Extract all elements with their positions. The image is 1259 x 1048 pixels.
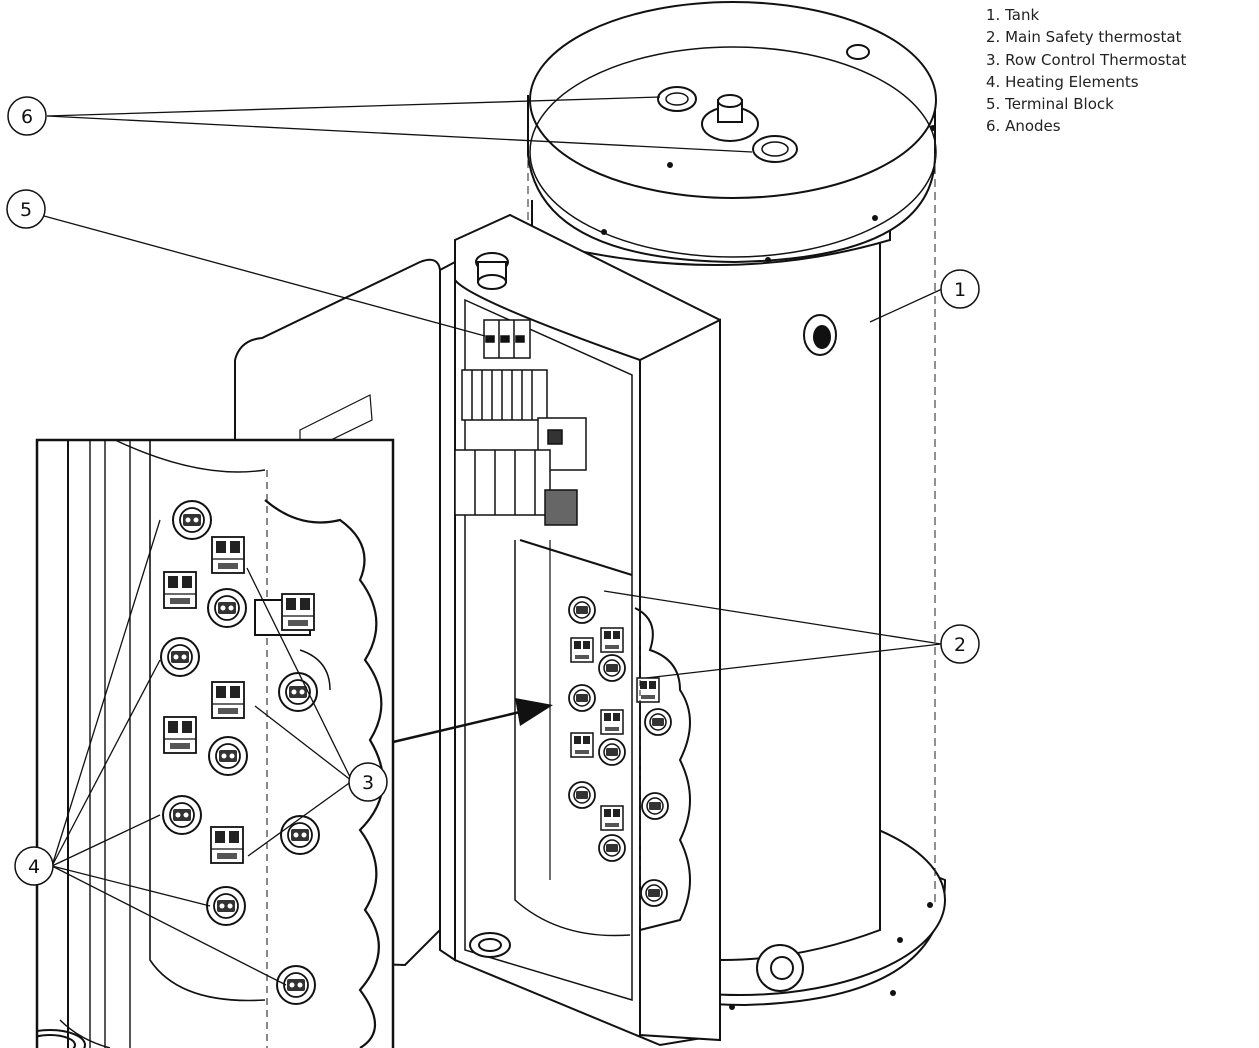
legend-item-main-safety-thermostat: 2. Main Safety thermostat: [986, 28, 1182, 47]
callout-3: 3: [348, 762, 388, 802]
callout-4: 4: [14, 846, 54, 886]
svg-text:3: 3: [362, 772, 374, 794]
leader-lines: [43, 96, 943, 986]
svg-text:4: 4: [28, 856, 40, 878]
callout-5: 5: [6, 189, 46, 229]
legend-item-tank: 1. Tank: [986, 6, 1040, 24]
cutaway-edge: [634, 607, 691, 931]
svg-text:6: 6: [21, 106, 33, 128]
legend-item-row-control-thermostat: 3. Row Control Thermostat: [986, 50, 1187, 69]
callout-6: 6: [7, 96, 47, 136]
callout-1: 1: [940, 269, 980, 309]
legend-item-anodes: 6. Anodes: [986, 117, 1061, 136]
svg-text:1: 1: [954, 279, 966, 301]
rivets: [601, 125, 936, 1010]
breaker-row: [454, 369, 633, 576]
legend-item-heating-elements: 4. Heating Elements: [986, 72, 1139, 91]
callout-2: 2: [940, 624, 980, 664]
legend-item-terminal-block: 5. Terminal Block: [986, 95, 1114, 114]
svg-text:5: 5: [20, 199, 32, 221]
legend: 1. Tank 2. Main Safety thermostat 3. Row…: [986, 4, 1186, 138]
svg-text:2: 2: [954, 634, 966, 656]
terminal-block: [483, 319, 531, 359]
